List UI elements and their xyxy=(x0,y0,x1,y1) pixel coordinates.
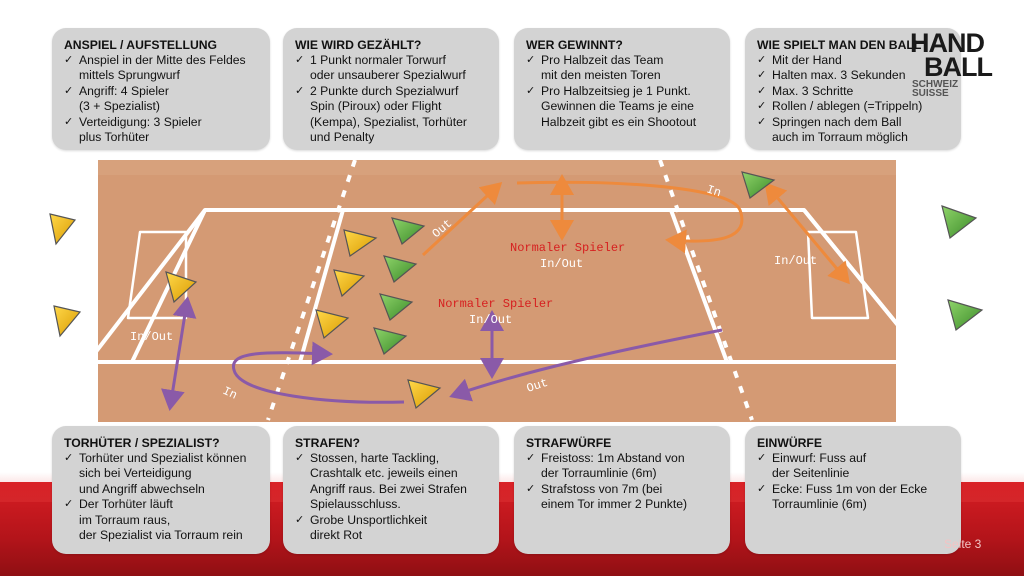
box-einwuerfe-item: Ecke: Fuss 1m von der Ecke Torraumlinie … xyxy=(757,482,955,513)
box-strafen-item: Stossen, harte Tackling, Crashtalk etc. … xyxy=(295,451,493,513)
out-bottom-label: Out xyxy=(525,376,550,396)
arrow-out-bottom xyxy=(449,328,723,402)
orange-arrows xyxy=(421,174,850,285)
box-gezaehlt-item: 1 Punkt normaler Torwurf oder unsauberer… xyxy=(295,53,493,84)
logo-line-2: BALL xyxy=(924,52,993,82)
box-strafen-item: Grobe Unsportlichkeit direkt Rot xyxy=(295,513,493,544)
yellow-player xyxy=(315,309,350,340)
yellow-player xyxy=(53,305,82,338)
yellow-player xyxy=(343,229,378,257)
arrow-inout-right xyxy=(764,182,850,285)
box-strafwuerfe-item: Strafstoss von 7m (bei einem Tor immer 2… xyxy=(526,482,724,513)
box-strafwuerfe-item: Freistoss: 1m Abstand von der Torraumlin… xyxy=(526,451,724,482)
box-gezaehlt: WIE WIRD GEZÄHLT? 1 Punkt normaler Torwu… xyxy=(283,28,499,150)
box-einwuerfe: EINWÜRFE Einwurf: Fuss auf der Seitenlin… xyxy=(745,426,961,554)
box-gewinnt-title: WER GEWINNT? xyxy=(526,38,623,52)
yellow-player xyxy=(49,213,77,246)
box-einwuerfe-item: Einwurf: Fuss auf der Seitenlinie xyxy=(757,451,955,482)
arrow-inout-left xyxy=(160,296,197,411)
logo-line-3: SCHWEIZ xyxy=(912,79,959,90)
in-bottom-label: In xyxy=(220,384,239,403)
arrow-out-top xyxy=(421,181,503,257)
box-gezaehlt-title: WIE WIRD GEZÄHLT? xyxy=(295,38,422,52)
box-ball-item: Rollen / ablegen (=Trippeln) xyxy=(757,99,955,115)
normal-player-sub-1: In/Out xyxy=(540,257,583,271)
purple-arrows xyxy=(160,296,723,411)
box-ball-item: Mit der Hand xyxy=(757,53,955,69)
players xyxy=(49,171,984,410)
goalkeeper-yellow xyxy=(165,271,198,304)
green-player xyxy=(941,205,978,240)
free-throw-line-left xyxy=(266,159,357,421)
box-strafwuerfe-title: STRAFWÜRFE xyxy=(526,436,612,450)
green-player xyxy=(947,299,984,332)
normal-player-label-2: Normaler Spieler xyxy=(438,297,553,311)
box-ball: WIE SPIELT MAN DEN BALL Mit der Hand Hal… xyxy=(745,28,961,150)
in-top-label: In xyxy=(705,182,723,200)
box-strafwuerfe: STRAFWÜRFE Freistoss: 1m Abstand von der… xyxy=(514,426,730,554)
goalkeeper-green xyxy=(741,171,776,199)
box-torhueter-item: Torhüter und Spezialist können sich bei … xyxy=(64,451,264,497)
box-gezaehlt-item: 2 Punkte durch Spezialwurf Spin (Piroux)… xyxy=(295,84,493,146)
green-player xyxy=(379,293,414,321)
box-torhueter-title: TORHÜTER / SPEZIALIST? xyxy=(64,436,220,450)
logo-line-1: HAND xyxy=(910,28,985,58)
box-gewinnt: WER GEWINNT? Pro Halbzeit das Team mit d… xyxy=(514,28,730,150)
handball-logo: HAND BALL SCHWEIZ SUISSE xyxy=(904,28,996,99)
box-torhueter-item: Der Torhüter läuft im Torraum raus, der … xyxy=(64,497,264,543)
green-player xyxy=(391,217,426,245)
box-ball-item: Max. 3 Schritte xyxy=(757,84,955,100)
green-player xyxy=(383,255,418,283)
box-gewinnt-item: Pro Halbzeit das Team mit den meisten To… xyxy=(526,53,724,84)
box-ball-item: Springen nach dem Ball auch im Torraum m… xyxy=(757,115,955,146)
box-anspiel: ANSPIEL / AUFSTELLUNG Anspiel in der Mit… xyxy=(52,28,270,150)
box-strafen-title: STRAFEN? xyxy=(295,436,360,450)
court-labels: Normaler Spieler In/Out Normaler Spieler… xyxy=(130,182,817,402)
box-gewinnt-item: Pro Halbzeitsieg je 1 Punkt. Gewinnen di… xyxy=(526,84,724,130)
green-player xyxy=(373,327,408,355)
arrow-in-bottom xyxy=(231,341,405,404)
box-einwuerfe-title: EINWÜRFE xyxy=(757,436,822,450)
normal-player-label-1: Normaler Spieler xyxy=(510,241,625,255)
logo-line-4: SUISSE xyxy=(912,88,949,99)
arrow-in-top xyxy=(516,180,744,254)
yellow-player xyxy=(333,269,366,298)
normal-player-sub-2: In/Out xyxy=(469,313,512,327)
slide-number: Seite 3 xyxy=(944,537,982,551)
box-strafen: STRAFEN? Stossen, harte Tackling, Crasht… xyxy=(283,426,499,554)
box-anspiel-item: Verteidigung: 3 Spieler plus Torhüter xyxy=(64,115,264,146)
in-out-left-label: In/Out xyxy=(130,330,173,344)
box-anspiel-title: ANSPIEL / AUFSTELLUNG xyxy=(64,38,218,52)
box-anspiel-item: Angriff: 4 Spieler (3 + Spezialist) xyxy=(64,84,264,115)
box-torhueter: TORHÜTER / SPEZIALIST? Torhüter und Spez… xyxy=(52,426,270,554)
box-ball-title: WIE SPIELT MAN DEN BALL xyxy=(757,38,922,52)
free-throw-line-right xyxy=(658,159,754,421)
box-ball-item: Halten max. 3 Sekunden xyxy=(757,68,955,84)
box-anspiel-item: Anspiel in der Mitte des Feldes mittels … xyxy=(64,53,264,84)
in-out-right-label: In/Out xyxy=(774,254,817,268)
specialist-yellow xyxy=(407,379,442,410)
